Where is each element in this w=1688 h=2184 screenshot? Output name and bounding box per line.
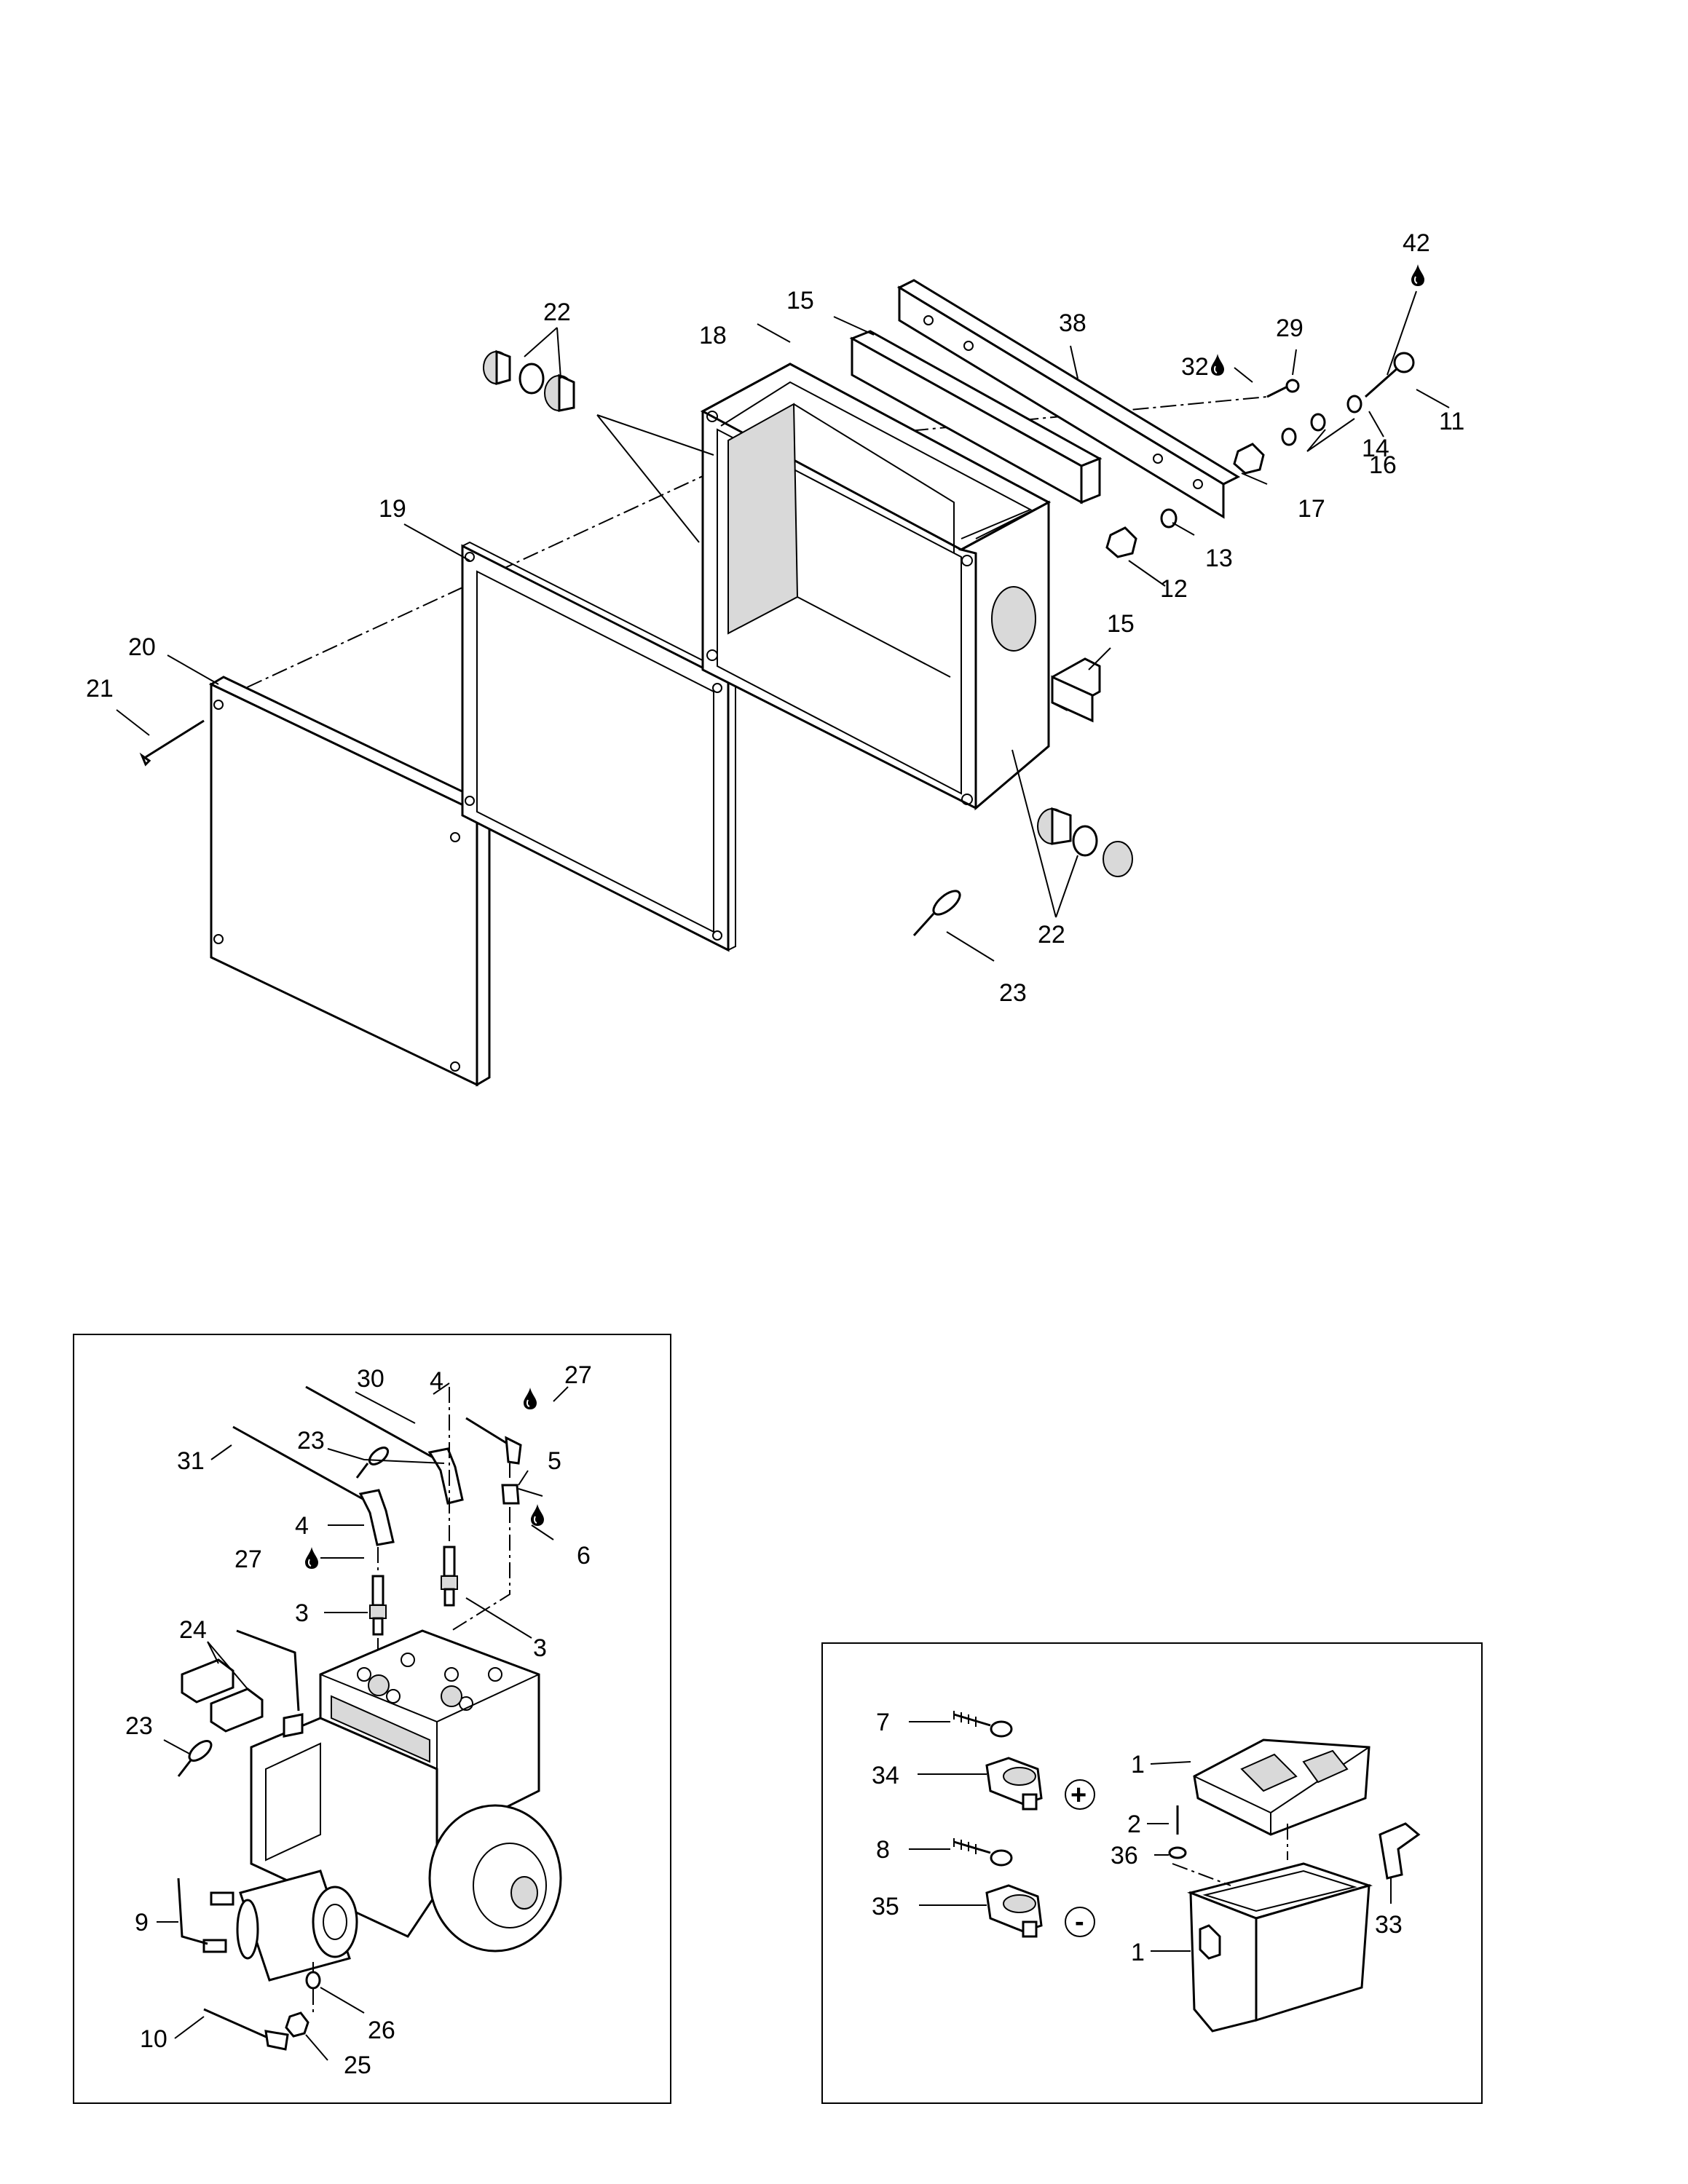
negative-sign-icon [1065, 1907, 1095, 1937]
electrical-box [700, 363, 1052, 811]
callout-10: 10 [140, 2025, 167, 2053]
battery-callout-labels: 7 34 1 2 36 8 35 33 1 [872, 1709, 1403, 1966]
callout-38: 38 [1059, 309, 1086, 337]
callout-1-cover: 1 [1131, 1751, 1145, 1779]
callout-18: 18 [699, 322, 727, 349]
callout-34: 34 [872, 1762, 899, 1789]
oil-drop-icon [1411, 264, 1425, 287]
callout-31: 31 [177, 1447, 205, 1475]
callout-17: 17 [1298, 495, 1325, 523]
callout-29: 29 [1276, 314, 1304, 342]
oil-drop-icon [304, 1546, 319, 1570]
callout-20: 20 [128, 633, 156, 661]
callout-3-left: 3 [295, 1599, 309, 1627]
battery-box [1187, 1862, 1373, 2033]
callout-23-engine-top: 23 [297, 1427, 325, 1455]
callout-9: 9 [135, 1909, 149, 1936]
battery-inset-frame [821, 1642, 1483, 2104]
engine-ignition-inset: 30 4 27 31 23 5 4 6 27 3 3 24 23 9 26 10… [73, 1334, 671, 2104]
callout-5: 5 [548, 1447, 561, 1475]
callout-13: 13 [1205, 545, 1233, 572]
callout-27-top: 27 [564, 1361, 592, 1389]
oil-drop-icon [530, 1503, 545, 1527]
starter-motor [202, 1870, 358, 1982]
callout-15-bottom: 15 [1107, 610, 1135, 638]
spark-plug-left [369, 1575, 387, 1636]
box-side-port [991, 586, 1036, 652]
electrical-box-assembly: 22 15 18 38 29 32 42 11 14 16 17 13 12 1… [86, 229, 1464, 1087]
ignition-wire-30 [305, 1385, 438, 1461]
callout-42: 42 [1403, 229, 1430, 257]
oil-drop-icon [523, 1387, 537, 1410]
cable-gland-top [483, 349, 575, 412]
callout-35: 35 [872, 1893, 899, 1920]
battery-cover [1193, 1738, 1370, 1836]
mounting-rails [849, 279, 1241, 723]
callout-7: 7 [876, 1709, 890, 1736]
callout-30: 30 [357, 1365, 384, 1393]
engine-callout-labels: 30 4 27 31 23 5 4 6 27 3 3 24 23 9 26 10… [125, 1361, 592, 2079]
battery-leader-lines [909, 1721, 1392, 1952]
callout-25: 25 [344, 2052, 371, 2079]
callout-11: 11 [1439, 408, 1464, 435]
engine-inset-frame [73, 1334, 671, 2104]
callout-23-engine-lower: 23 [125, 1712, 153, 1740]
main-leader-lines [116, 290, 1450, 962]
positive-terminal-clamp [985, 1757, 1043, 1811]
callout-15-top: 15 [786, 287, 814, 314]
callout-8: 8 [876, 1836, 890, 1864]
oil-drop-icon [1210, 353, 1225, 376]
callout-19: 19 [379, 495, 406, 523]
callout-6: 6 [577, 1542, 591, 1570]
spark-plug-right [441, 1546, 458, 1607]
flywheel-cover [428, 1804, 562, 1952]
callout-27-lower: 27 [234, 1546, 262, 1573]
callout-12: 12 [1160, 575, 1188, 603]
callout-33: 33 [1375, 1911, 1403, 1939]
positive-sign-icon [1065, 1779, 1095, 1810]
callout-21: 21 [86, 675, 114, 703]
callout-24: 24 [179, 1616, 207, 1644]
callout-2: 2 [1127, 1811, 1141, 1838]
fastener-hardware [139, 352, 1415, 767]
connector-blocks [181, 1658, 264, 1733]
callout-26: 26 [368, 2017, 395, 2044]
ignition-wire-31 [232, 1425, 365, 1501]
engine-leader-lines [157, 1382, 569, 2061]
negative-sign: - [1075, 1907, 1084, 1937]
callout-1-box: 1 [1131, 1939, 1145, 1966]
callout-22-bottom: 22 [1038, 921, 1065, 949]
cable-gland-bottom [1037, 807, 1133, 877]
assembly-axis-line [221, 396, 1268, 700]
callout-4-lower: 4 [295, 1512, 309, 1540]
spark-plug-cap-lower [358, 1489, 395, 1546]
box-cover [208, 676, 492, 1087]
callout-16: 16 [1369, 451, 1397, 479]
callout-14: 14 [1362, 435, 1389, 462]
positive-cable [953, 1713, 991, 1727]
spark-plug-cap-top [427, 1447, 464, 1505]
main-callout-labels: 22 15 18 38 29 32 42 11 14 16 17 13 12 1… [86, 229, 1464, 1007]
callout-4-top: 4 [430, 1367, 443, 1395]
positive-sign: + [1070, 1780, 1086, 1811]
callout-23-top: 23 [999, 979, 1027, 1007]
vent-elbow [1379, 1822, 1421, 1880]
negative-cable [953, 1840, 991, 1854]
cover-gasket [461, 541, 738, 952]
callout-32: 32 [1181, 353, 1209, 381]
tie-strap-top [912, 890, 961, 937]
callout-36: 36 [1111, 1842, 1138, 1870]
callout-22-top: 22 [543, 298, 571, 326]
negative-terminal-clamp [985, 1884, 1043, 1938]
battery-inset: + - [821, 1642, 1483, 2104]
callout-3-right: 3 [533, 1634, 547, 1662]
